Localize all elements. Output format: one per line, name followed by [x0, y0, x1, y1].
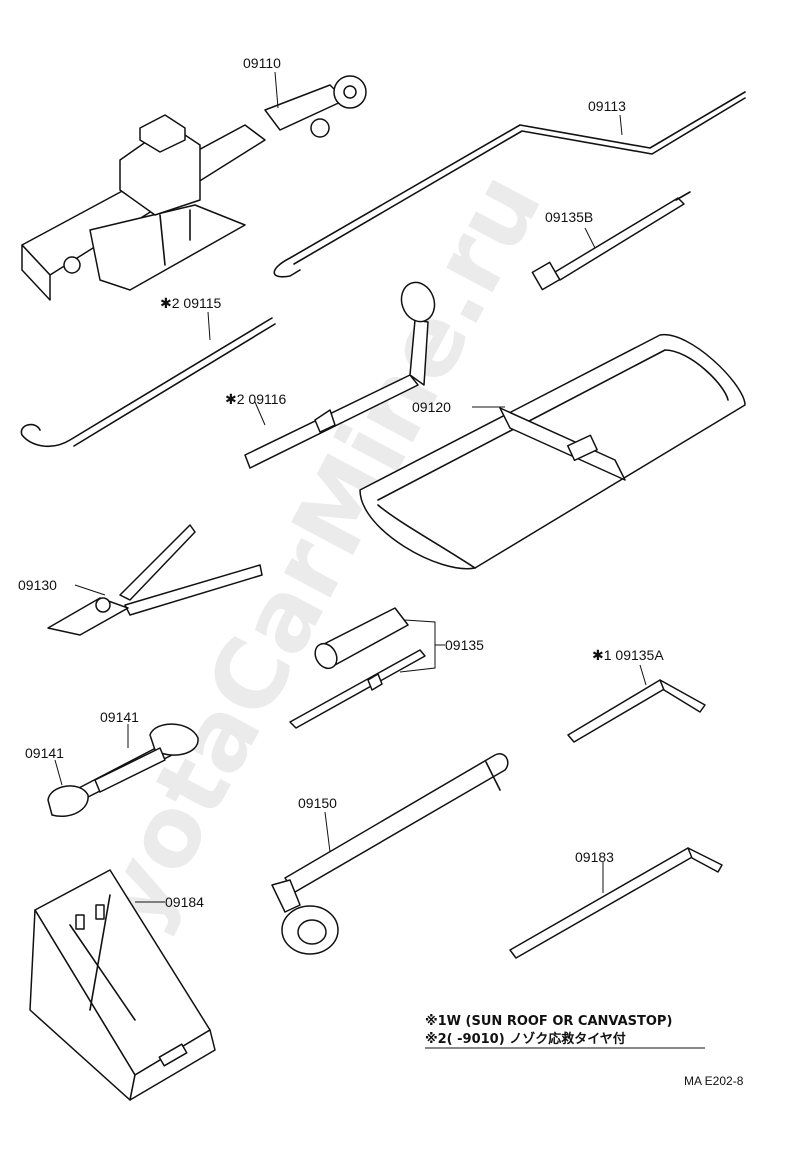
label-09110: 09110	[243, 55, 281, 71]
label-09184: 09184	[165, 894, 204, 910]
label-09135: 09135	[445, 637, 484, 653]
label-09115: ✱2 09115	[160, 295, 222, 311]
label-09135A: ✱1 09135A	[592, 647, 664, 663]
handle-09115-drawing[interactable]	[20, 317, 273, 448]
screwdriver-09135-drawing[interactable]	[289, 607, 426, 729]
pliers-09130-drawing[interactable]	[47, 524, 263, 636]
note-2: ※2( -9010) ノゾク応救タイヤ付	[425, 1031, 626, 1047]
hook-rod-09113-drawing[interactable]	[273, 91, 746, 278]
jack-drawing[interactable]	[21, 75, 367, 301]
diagram-code: MA E202-8	[684, 1074, 744, 1088]
bolt-09135B-drawing[interactable]	[531, 191, 691, 291]
note-1: ※1W (SUN ROOF OR CANVASTOP)	[425, 1014, 672, 1029]
label-09183: 09183	[575, 849, 614, 865]
label-09141-left: 09141	[25, 745, 64, 761]
wrench-09116-drawing[interactable]	[244, 278, 440, 469]
bit-09135A-drawing[interactable]	[567, 679, 706, 743]
label-09130: 09130	[18, 577, 57, 593]
label-09120: 09120	[412, 399, 451, 415]
label-09116: ✱2 09116	[225, 391, 287, 407]
label-09135B: 09135B	[545, 209, 593, 225]
wrench-09141-drawing[interactable]	[47, 723, 199, 817]
label-09113: 09113	[588, 98, 626, 114]
chock-09184-drawing[interactable]	[29, 869, 216, 1101]
rod-09183-drawing[interactable]	[509, 847, 723, 959]
tool-bag-09120-drawing[interactable]	[359, 334, 746, 570]
label-09150: 09150	[298, 795, 337, 811]
lug-wrench-09150-drawing[interactable]	[271, 753, 509, 955]
label-09141-top: 09141	[100, 709, 139, 725]
